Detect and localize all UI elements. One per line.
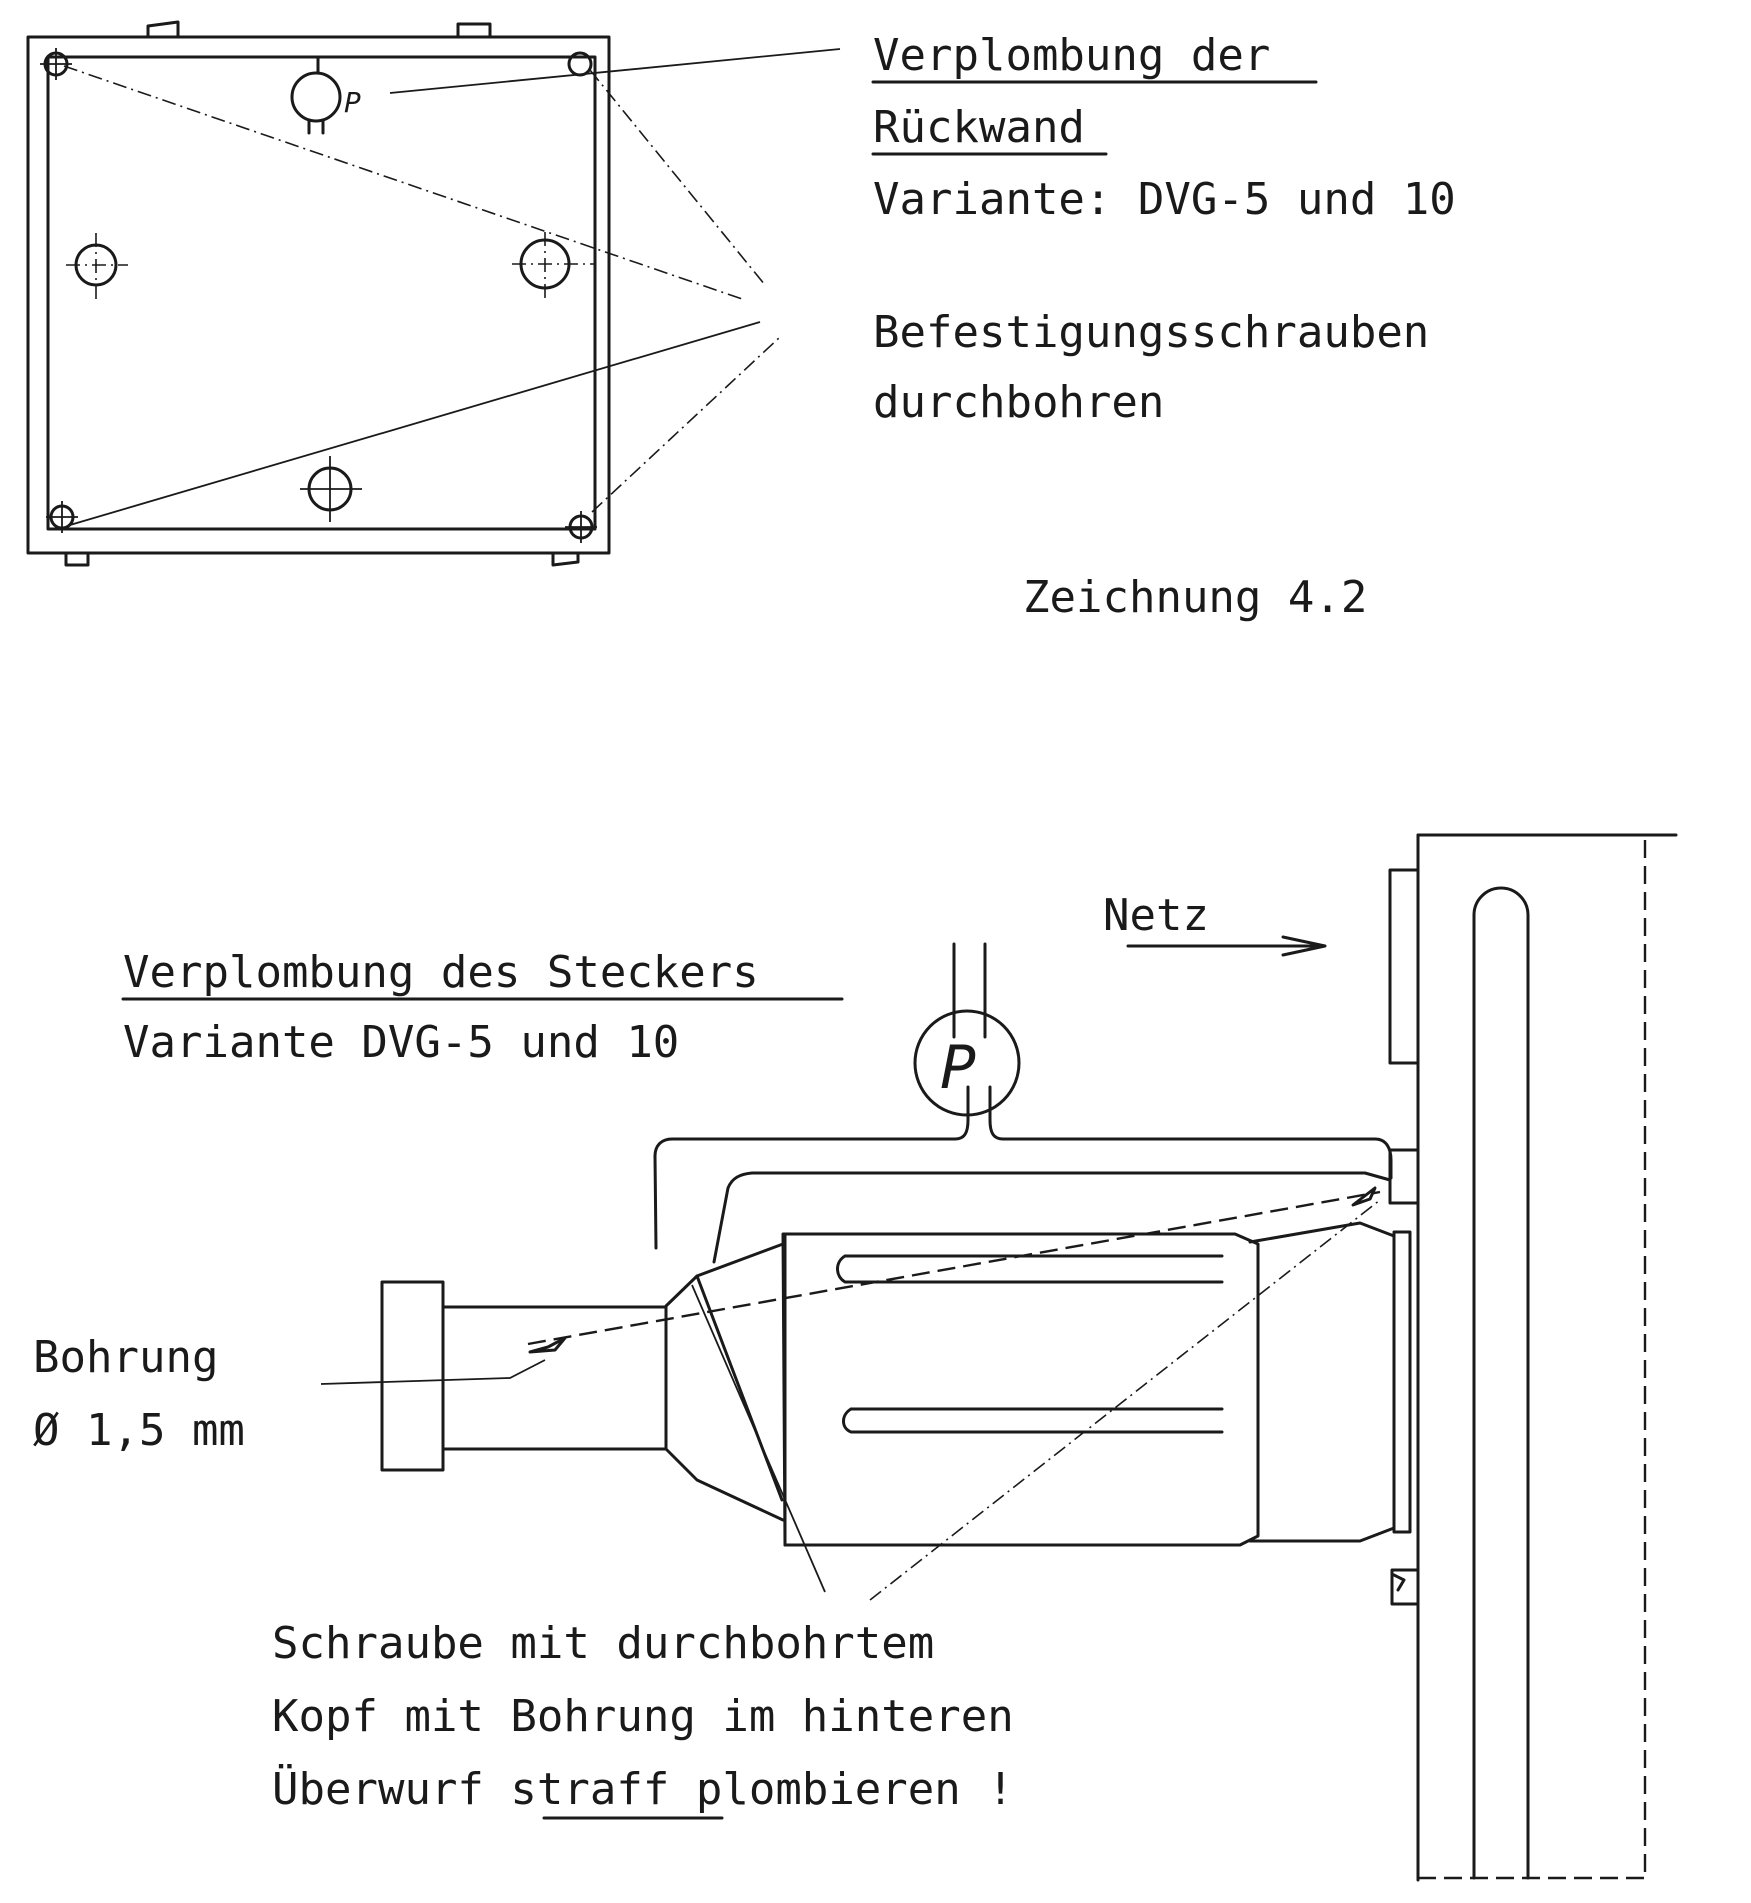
panel-slot xyxy=(1472,886,1530,1880)
bore-leader xyxy=(320,1359,546,1385)
screw-leader xyxy=(691,1284,826,1593)
seal-bracket xyxy=(653,1085,970,1158)
top-tab xyxy=(146,20,492,39)
bore-label: Bohrung xyxy=(33,1332,218,1383)
seal-letter: P xyxy=(344,86,361,119)
bottom-annotations: Netz Verplombung des Steckers Variante D… xyxy=(33,890,1209,1820)
plug-cone-line xyxy=(695,1274,784,1502)
note-line2: Kopf mit Bohrung im hinteren xyxy=(272,1691,1014,1742)
top-instruction-line1: Befestigungsschrauben xyxy=(873,307,1429,358)
bottom-title: Verplombung des Steckers xyxy=(123,947,759,998)
seal-bracket xyxy=(653,1154,658,1250)
netz-label: Netz xyxy=(1103,890,1209,941)
seal-icon: P xyxy=(290,55,361,135)
arrow-right-icon xyxy=(1126,935,1327,957)
seal-bracket xyxy=(988,1085,1393,1180)
note-emphasis: straff xyxy=(510,1764,669,1815)
mounting-hole-icon xyxy=(300,456,362,522)
panel-inner-frame xyxy=(46,55,597,531)
mounting-hole-icon xyxy=(512,232,595,300)
top-variant: Variante: DVG-5 und 10 xyxy=(873,174,1456,225)
mounting-hole-icon xyxy=(66,233,128,300)
top-annotations: Verplombung der Rückwand Variante: DVG-5… xyxy=(871,30,1456,623)
panel-outer-frame xyxy=(26,35,611,555)
top-instruction-line2: durchbohren xyxy=(873,377,1164,428)
drill-arrow xyxy=(1351,1186,1377,1207)
bore-size: Ø 1,5 mm xyxy=(33,1405,245,1456)
panel-bracket xyxy=(1390,1568,1420,1606)
corner-screw-icon xyxy=(40,48,72,80)
seal-bracket-inner xyxy=(712,1171,1392,1264)
plug-groove xyxy=(842,1407,1224,1434)
socket-block xyxy=(1388,1148,1420,1205)
panel-bracket xyxy=(1388,868,1420,1065)
plug-figure: P xyxy=(320,833,1678,1882)
corner-screw-icon xyxy=(565,511,597,543)
plug-body-rear xyxy=(1248,1221,1396,1543)
plug-end-ring xyxy=(380,1280,445,1472)
plug-groove xyxy=(836,1254,1224,1284)
drill-path xyxy=(527,1190,1381,1346)
screw-leader xyxy=(869,1199,1381,1601)
plug-shaft xyxy=(441,1305,668,1451)
note-line3-start: Überwurf xyxy=(272,1763,510,1815)
back-panel-figure: P xyxy=(26,20,841,567)
drill-arrow xyxy=(528,1336,567,1354)
plug-rear-ring xyxy=(1392,1230,1412,1534)
bottom-variant: Variante DVG-5 und 10 xyxy=(123,1017,679,1068)
top-title-line2: Rückwand xyxy=(873,102,1085,153)
leader-lines xyxy=(63,48,841,526)
seal-icon: P xyxy=(913,1009,1021,1117)
seal-letter: P xyxy=(940,1033,976,1103)
plug-front-cone xyxy=(664,1242,785,1522)
note-line1: Schraube mit durchbohrtem xyxy=(272,1618,934,1669)
corner-screw-icon xyxy=(46,501,78,533)
panel-feet xyxy=(64,551,580,567)
note-line3-end: plombieren ! xyxy=(669,1764,1013,1815)
top-title-line1: Verplombung der xyxy=(873,30,1270,81)
figure-caption: Zeichnung 4.2 xyxy=(1023,572,1367,623)
note-line3: Überwurf straff plombieren ! xyxy=(272,1763,1014,1815)
